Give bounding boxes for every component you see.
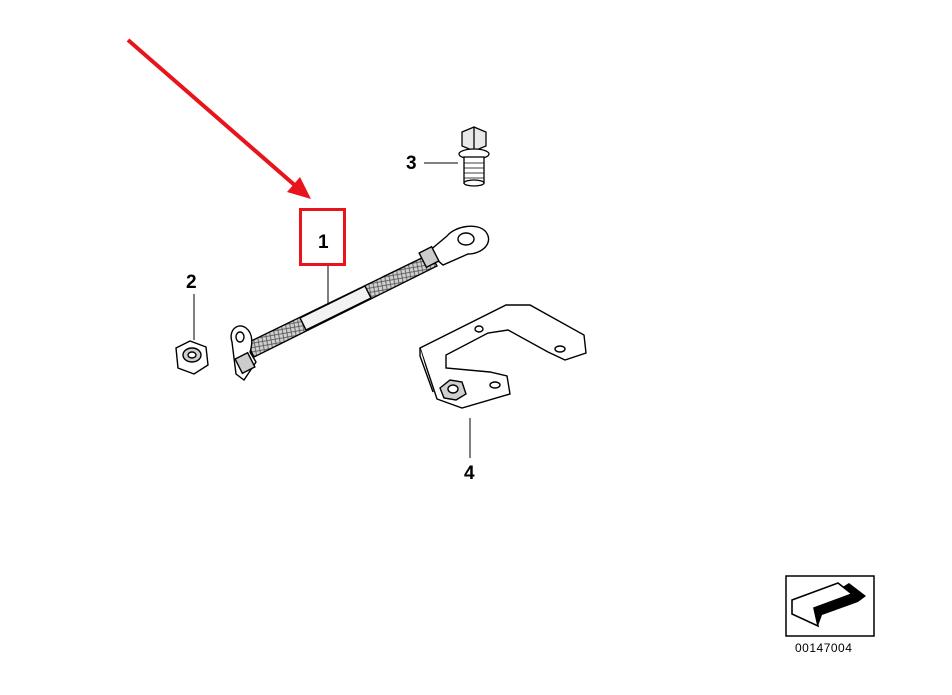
red-arrow-icon — [126, 38, 311, 199]
callout-4: 4 — [464, 463, 475, 484]
bolt — [458, 126, 490, 187]
reference-number: 00147004 — [795, 641, 853, 655]
direction-arrow-icon — [785, 575, 875, 637]
callout-2: 2 — [186, 272, 197, 293]
bracket — [419, 304, 587, 409]
callout-3: 3 — [406, 153, 417, 174]
highlight-box — [299, 208, 346, 266]
hex-nut — [175, 340, 209, 375]
ground-cable — [230, 225, 490, 382]
callout-1: 1 — [318, 232, 329, 253]
